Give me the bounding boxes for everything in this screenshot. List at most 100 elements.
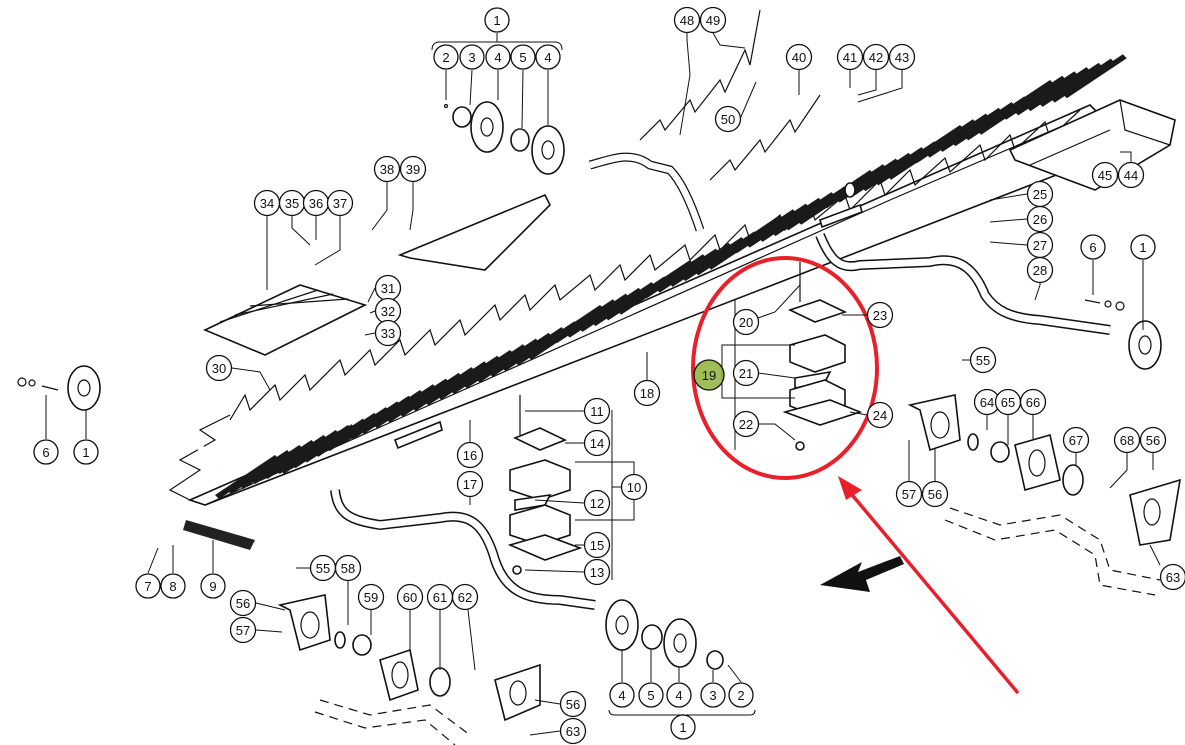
callout-part-67[interactable]: 67 [1062,426,1090,454]
callout-part-49[interactable]: 49 [699,6,727,34]
callout-part-28[interactable]: 28 [1026,256,1054,284]
callout-part-21[interactable]: 21 [732,359,760,387]
callout-part-3[interactable]: 3 [700,682,726,708]
callout-part-5[interactable]: 5 [638,682,664,708]
callout-part-1[interactable]: 1 [73,439,99,465]
callout-part-58[interactable]: 58 [334,554,362,582]
callout-part-63[interactable]: 63 [559,717,587,745]
callout-part-42[interactable]: 42 [862,43,890,71]
callout-label: 7 [144,579,151,594]
callout-part-56[interactable]: 56 [559,690,587,718]
callout-part-55[interactable]: 55 [309,554,337,582]
callout-circle [374,319,402,347]
grate-slat [1038,62,1103,107]
callout-part-4[interactable]: 4 [535,44,561,70]
callout-part-27[interactable]: 27 [1026,231,1054,259]
callout-part-43[interactable]: 43 [888,43,916,71]
callout-label: 9 [209,579,216,594]
leader-line [147,547,159,574]
callout-circle [609,682,635,708]
callout-part-68[interactable]: 68 [1113,426,1141,454]
callout-part-6[interactable]: 6 [1080,234,1106,260]
callout-part-14[interactable]: 14 [583,429,611,457]
leader-line [758,423,796,441]
callout-part-44[interactable]: 44 [1117,161,1145,189]
leader-line [757,284,801,319]
callout-part-64[interactable]: 64 [973,388,1001,416]
callout-part-32[interactable]: 32 [374,297,402,325]
callout-part-34[interactable]: 34 [253,189,281,217]
callout-part-1[interactable]: 1 [1130,234,1156,260]
callout-part-10[interactable]: 10 [620,473,648,501]
callout-part-38[interactable]: 38 [373,155,401,183]
callout-part-31[interactable]: 31 [374,274,402,302]
callout-part-50[interactable]: 50 [714,105,742,133]
callout-part-59[interactable]: 59 [357,583,385,611]
callout-part-39[interactable]: 39 [399,155,427,183]
callout-part-12[interactable]: 12 [583,489,611,517]
callout-part-56[interactable]: 56 [921,480,949,508]
callout-part-20[interactable]: 20 [732,308,760,336]
callout-part-57[interactable]: 57 [895,480,923,508]
callout-part-63[interactable]: 63 [1159,563,1185,591]
callout-part-25[interactable]: 25 [1026,180,1054,208]
callout-part-30[interactable]: 30 [205,354,233,382]
callout-label: 5 [519,50,526,65]
callout-part-33[interactable]: 33 [374,319,402,347]
callout-part-65[interactable]: 65 [994,388,1022,416]
callout-part-22[interactable]: 22 [732,410,760,438]
callout-label: 32 [381,304,395,319]
callout-part-45[interactable]: 45 [1091,161,1119,189]
callout-part-66[interactable]: 66 [1019,388,1047,416]
callout-part-23[interactable]: 23 [866,301,894,329]
callout-circle [638,682,664,708]
callout-circle [888,43,916,71]
callout-part-56[interactable]: 56 [229,589,257,617]
callout-label: 26 [1033,212,1047,227]
callout-part-3[interactable]: 3 [459,44,485,70]
callout-circle [373,155,401,183]
callout-part-61[interactable]: 61 [426,583,454,611]
callout-part-37[interactable]: 37 [326,189,354,217]
callout-part-11[interactable]: 11 [583,397,611,425]
callout-part-19[interactable]: 19 [693,359,725,391]
callout-part-55[interactable]: 55 [969,346,997,374]
callout-part-7[interactable]: 7 [135,573,161,599]
callout-part-1[interactable]: 1 [484,7,510,33]
callout-part-17[interactable]: 17 [456,470,484,498]
callout-part-5[interactable]: 5 [510,44,536,70]
callout-circle [1026,205,1054,233]
callout-circle [1026,256,1054,284]
callout-part-60[interactable]: 60 [396,583,424,611]
callout-part-26[interactable]: 26 [1026,205,1054,233]
callout-part-48[interactable]: 48 [673,6,701,34]
callout-part-4[interactable]: 4 [485,44,511,70]
callout-label: 15 [590,538,604,553]
callout-part-57[interactable]: 57 [229,616,257,644]
callout-part-35[interactable]: 35 [278,189,306,217]
callout-part-13[interactable]: 13 [583,558,611,586]
callout-part-36[interactable]: 36 [302,189,330,217]
callout-part-62[interactable]: 62 [451,583,479,611]
callout-part-15[interactable]: 15 [583,531,611,559]
callout-circle [673,6,701,34]
callout-part-2[interactable]: 2 [433,44,459,70]
callout-part-2[interactable]: 2 [728,682,754,708]
callout-label: 40 [792,50,806,65]
callout-part-9[interactable]: 9 [200,573,226,599]
callout-part-4[interactable]: 4 [666,682,692,708]
callout-part-8[interactable]: 8 [160,573,186,599]
callout-part-56[interactable]: 56 [1139,426,1167,454]
callout-part-40[interactable]: 40 [785,43,813,71]
callout-part-1[interactable]: 1 [670,714,696,740]
bearing-block-assembly-10 [507,395,583,575]
callout-part-41[interactable]: 41 [836,43,864,71]
callout-label: 28 [1033,263,1047,278]
callout-part-18[interactable]: 18 [633,379,661,407]
callout-part-16[interactable]: 16 [456,441,484,469]
callout-part-6[interactable]: 6 [33,439,59,465]
callout-part-24[interactable]: 24 [866,401,894,429]
callout-part-4[interactable]: 4 [609,682,635,708]
highlight-ring [691,256,879,480]
leader-line [989,218,1028,223]
